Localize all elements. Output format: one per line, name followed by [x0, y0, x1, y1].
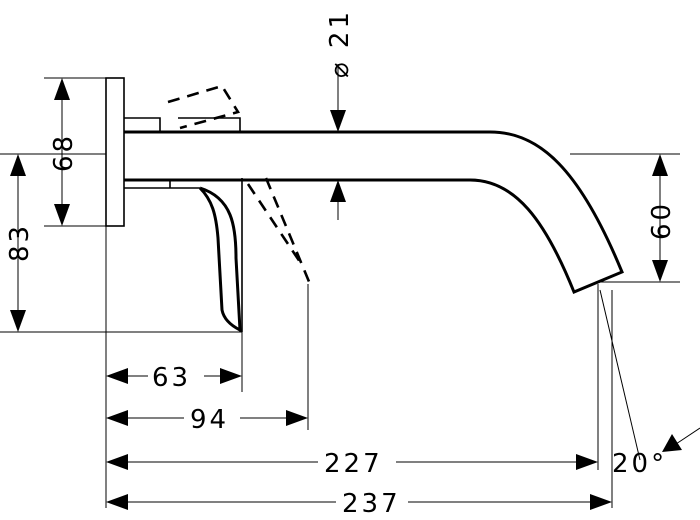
arrow-angle [662, 434, 682, 452]
dimension-labels: ⌀ 21 68 83 60 63 94 227 237 20° [5, 9, 677, 519]
arrow-237-left [106, 494, 128, 510]
arrow-83-bottom [10, 310, 26, 332]
label-60: 60 [647, 201, 677, 240]
arrow-68-top [54, 78, 70, 100]
arrow-60-bottom [652, 260, 668, 282]
label-angle: 20° [612, 449, 667, 479]
label-68: 68 [49, 133, 79, 172]
arrow-dia-top [330, 110, 346, 132]
spout [124, 130, 624, 294]
arrow-227-right [576, 454, 598, 470]
arrow-83-top [10, 154, 26, 176]
label-227: 227 [324, 449, 383, 479]
label-237: 237 [342, 489, 401, 519]
lever-lower-dashed [246, 177, 312, 285]
mixer-housing-upper [124, 117, 241, 132]
arrow-dia-bottom [330, 180, 346, 202]
dimension-lines [10, 78, 700, 510]
label-diameter: ⌀ 21 [325, 9, 355, 78]
label-83: 83 [5, 223, 35, 262]
label-63: 63 [152, 363, 191, 393]
wall-plate [105, 77, 125, 227]
label-94: 94 [190, 405, 229, 435]
arrow-227-left [106, 454, 128, 470]
arrow-63-right [220, 368, 242, 384]
arrow-63-left [106, 368, 128, 384]
arrow-60-top [652, 154, 668, 176]
mixer-housing-lower [124, 180, 200, 189]
arrow-237-right [590, 494, 612, 510]
arrow-94-right [286, 410, 308, 426]
arrow-94-left [106, 410, 128, 426]
lever-upper-dashed [167, 84, 241, 130]
lever-handle [198, 186, 242, 333]
faucet-outline [105, 77, 624, 333]
arrow-68-bottom [54, 204, 70, 226]
lever-alternate-positions [167, 84, 312, 285]
